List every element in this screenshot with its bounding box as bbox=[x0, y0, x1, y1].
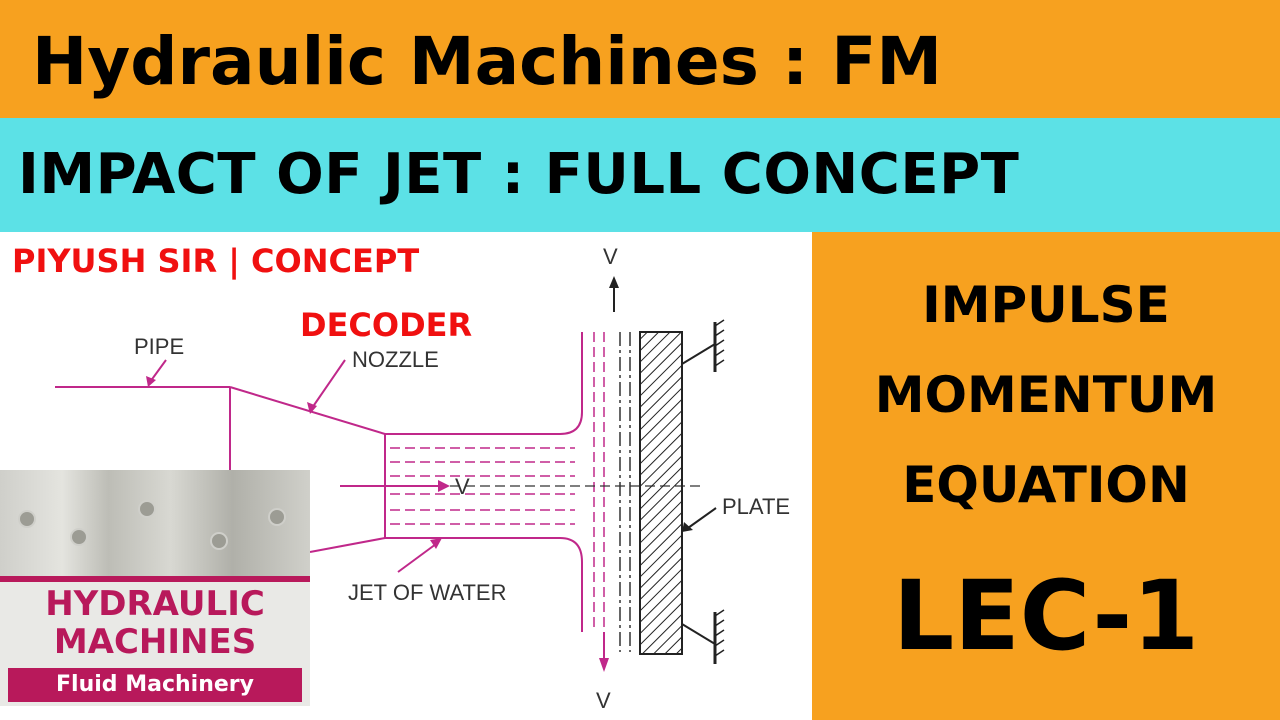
book-title-line-1: HYDRAULIC bbox=[45, 584, 265, 624]
page-title: Hydraulic Machines : FM bbox=[32, 23, 943, 100]
machinery-photo bbox=[0, 470, 310, 578]
lecture-number: LEC-1 bbox=[892, 560, 1200, 672]
impact-of-jet-diagram: V V V PIPE NOZZLE PLATE JET OF WATER bbox=[55, 244, 790, 713]
topic-line-3: EQUATION bbox=[902, 456, 1190, 514]
top-support-hatch bbox=[714, 319, 725, 367]
jet-pointer-head bbox=[430, 538, 442, 549]
bottom-support-hatch bbox=[714, 609, 725, 657]
jet-top-outline bbox=[385, 332, 583, 435]
jet-bottom-outline bbox=[385, 537, 583, 632]
top-support-arm bbox=[681, 343, 716, 365]
jet-streamlines bbox=[390, 447, 575, 525]
topic-line-1: IMPULSE bbox=[922, 276, 1170, 334]
pipe-pointer bbox=[149, 359, 167, 383]
plate-pointer-head bbox=[682, 522, 693, 532]
author-line-2: DECODER bbox=[300, 306, 473, 344]
nozzle-pointer bbox=[311, 359, 346, 409]
book-title-line-2: MACHINES bbox=[53, 622, 257, 662]
bottom-velocity-label: V bbox=[596, 688, 611, 713]
plate-label: PLATE bbox=[722, 494, 790, 519]
jet-pointer bbox=[397, 543, 437, 573]
topic-panel bbox=[812, 232, 1280, 720]
upward-arrowhead bbox=[609, 276, 619, 288]
nozzle-top-line bbox=[229, 386, 386, 435]
jet-label: JET OF WATER bbox=[348, 580, 506, 605]
velocity-arrowhead bbox=[438, 480, 450, 492]
velocity-label: V bbox=[455, 474, 470, 499]
bottom-support-arm bbox=[681, 623, 716, 645]
nozzle-bottom-line bbox=[309, 537, 386, 553]
top-velocity-label: V bbox=[603, 244, 618, 269]
book-subtitle: Fluid Machinery bbox=[8, 668, 302, 702]
book-cover-image: HYDRAULIC MACHINES Fluid Machinery bbox=[0, 470, 310, 706]
downward-arrowhead bbox=[599, 658, 609, 672]
pipe-pointer-head bbox=[146, 376, 156, 387]
subtitle-banner bbox=[0, 118, 1280, 232]
nozzle-label: NOZZLE bbox=[352, 347, 439, 372]
pipe-label: PIPE bbox=[134, 334, 184, 359]
nozzle-pointer-head bbox=[307, 402, 317, 414]
topic-line-2: MOMENTUM bbox=[874, 366, 1218, 424]
plate bbox=[639, 331, 683, 655]
author-line-1: PIYUSH SIR | CONCEPT bbox=[12, 242, 420, 280]
deflected-streamlines bbox=[593, 332, 605, 652]
page-subtitle: IMPACT OF JET : FULL CONCEPT bbox=[18, 142, 1020, 207]
plate-pointer bbox=[687, 507, 717, 529]
book-accent-strip bbox=[0, 576, 310, 582]
title-banner bbox=[0, 0, 1280, 118]
